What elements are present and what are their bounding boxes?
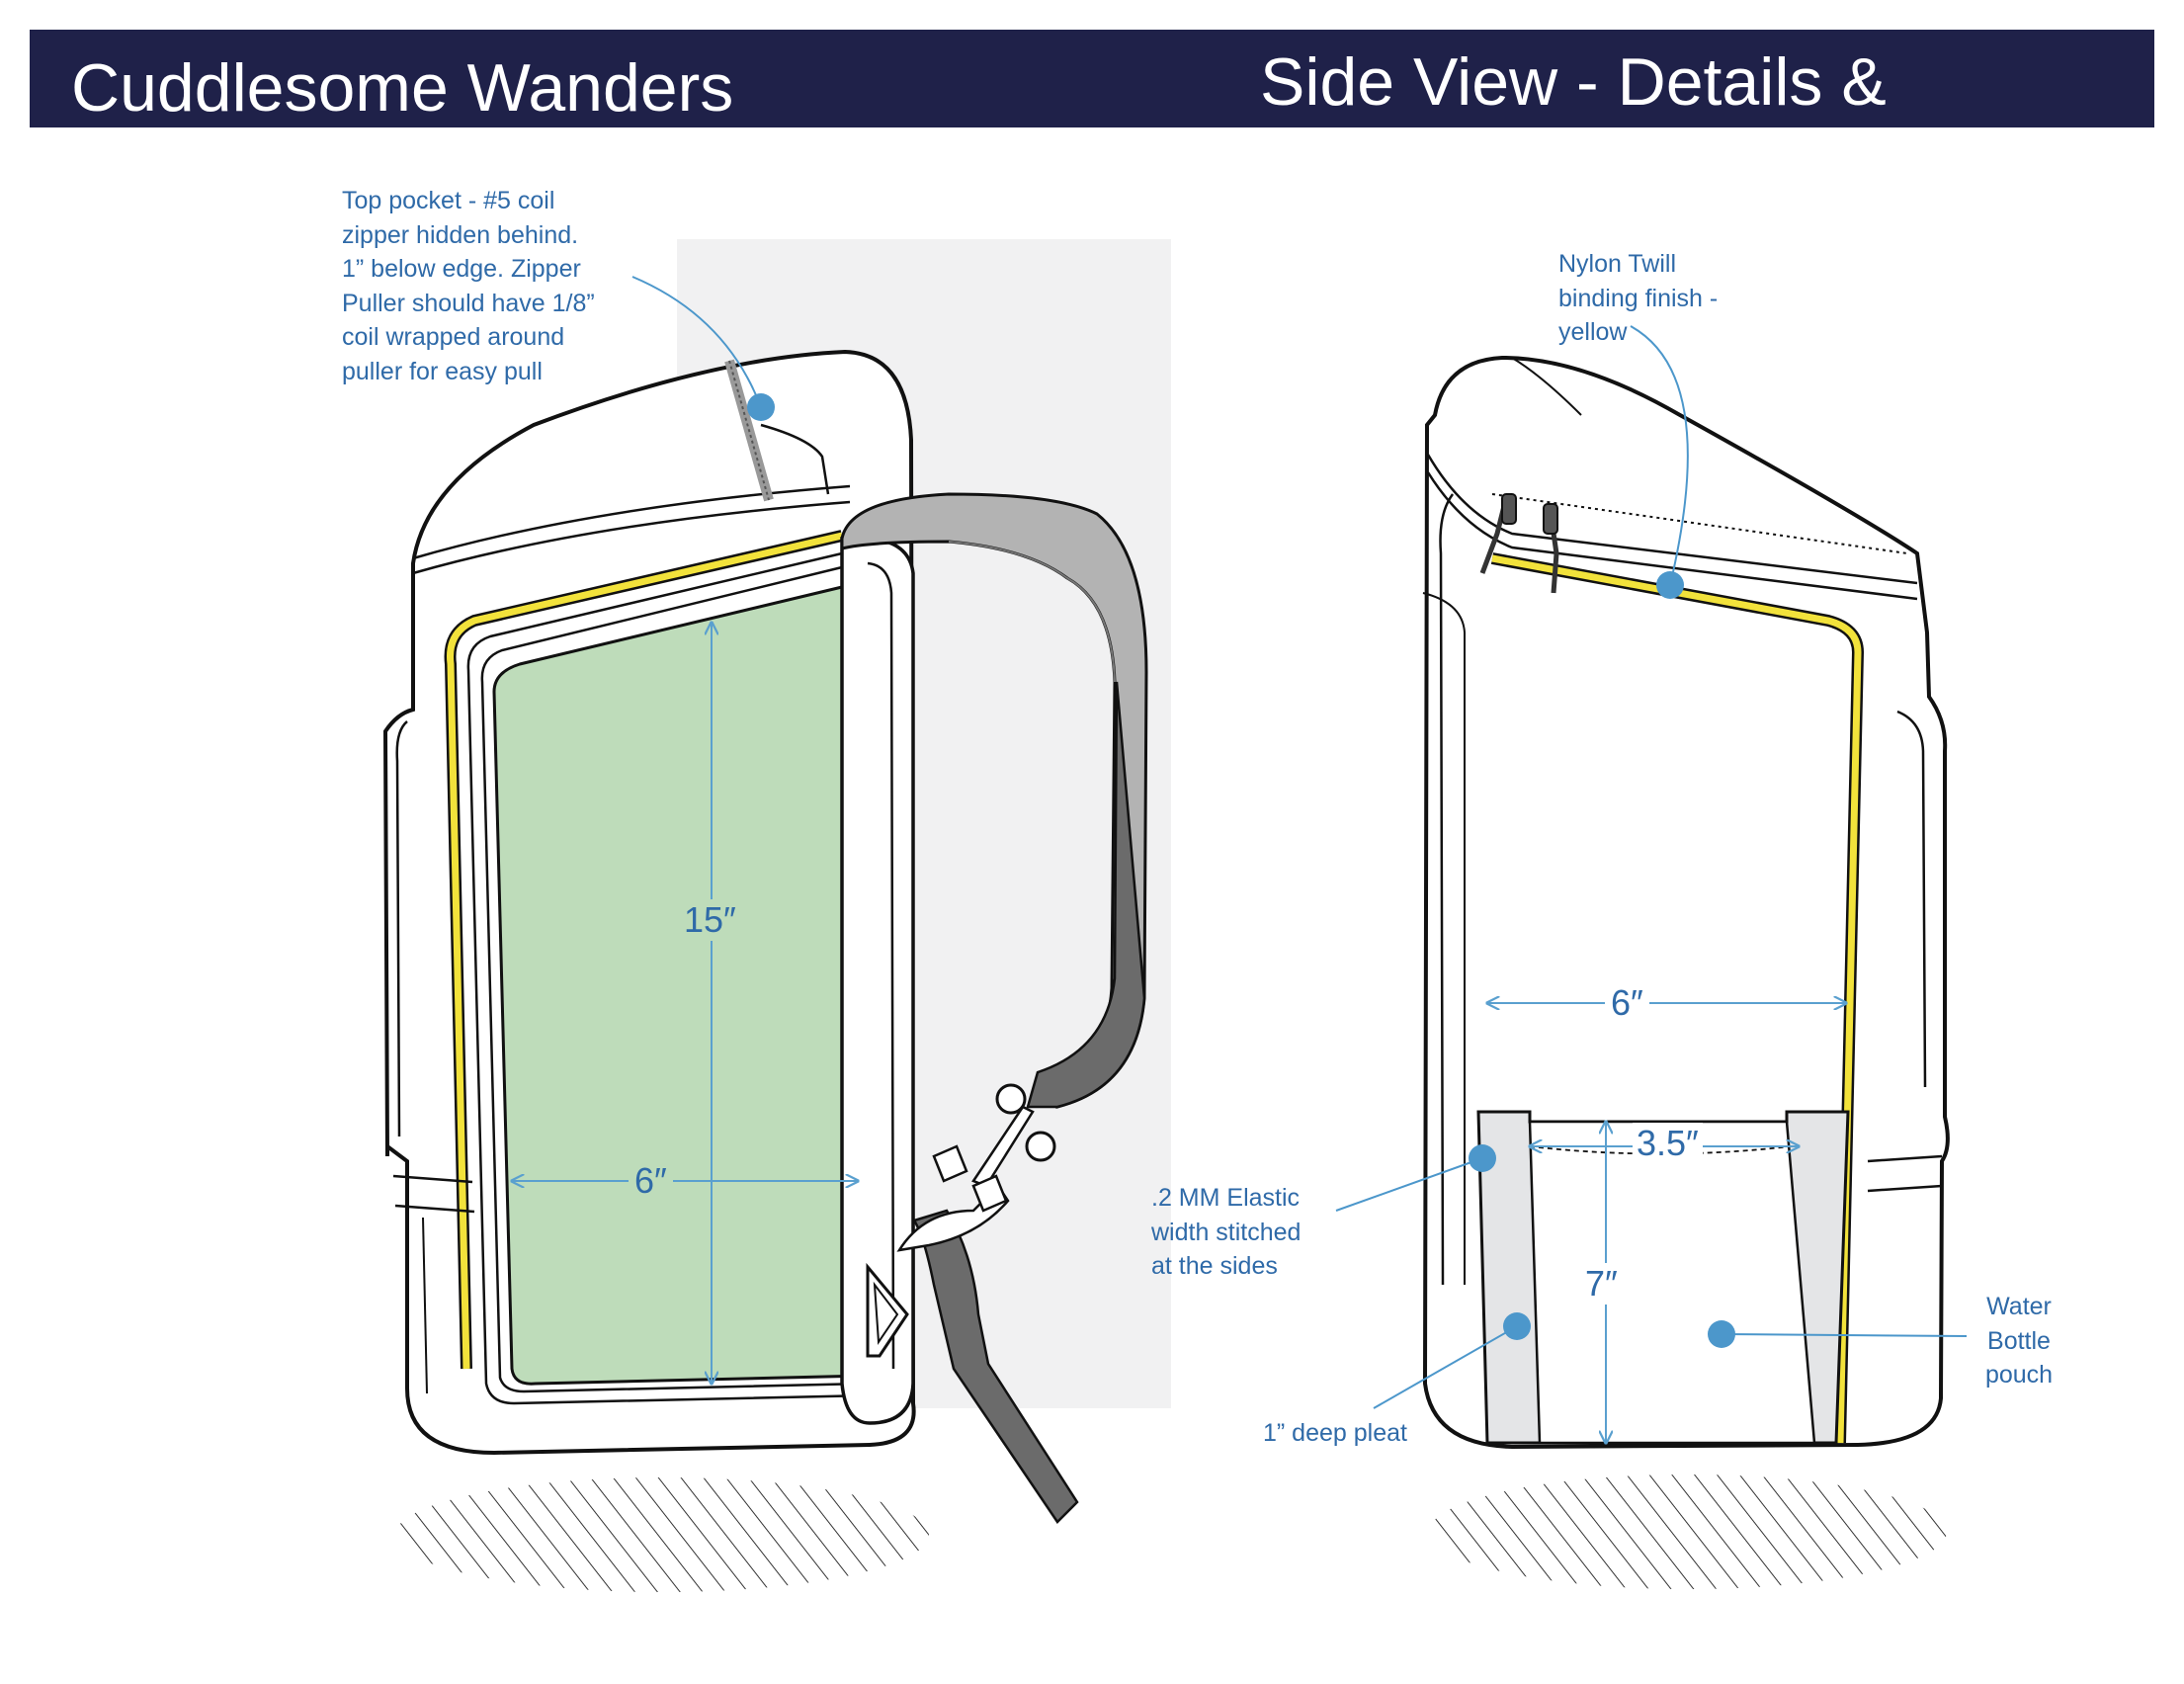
binding-note: Nylon Twill binding finish - yellow — [1558, 250, 1719, 346]
pouch-leader — [1721, 1333, 1968, 1337]
pouch-dot — [1708, 1320, 1735, 1348]
pleat-leader — [1373, 1325, 1518, 1409]
top-pocket-dot — [747, 393, 775, 421]
pleat-dot — [1503, 1312, 1531, 1340]
left-width-label: 6″ — [629, 1160, 673, 1202]
callout-dots — [747, 393, 1735, 1348]
ground-shadow-right — [1429, 1474, 1947, 1589]
shoulder-strap — [840, 492, 1148, 1524]
elastic-leader — [1335, 1157, 1483, 1212]
callout-leaders — [631, 276, 1968, 1409]
binding-dot — [1656, 571, 1684, 599]
backpack-side-view-left — [382, 349, 916, 1456]
left-front-panel — [492, 585, 868, 1386]
left-height-label: 15″ — [680, 899, 740, 941]
elastic-dot — [1469, 1144, 1496, 1172]
ground-shadow-left — [395, 1477, 929, 1592]
elastic-note: .2 MM Elastic width stitched at the side… — [1151, 1184, 1302, 1280]
pouch-width-label: 3.5″ — [1633, 1123, 1703, 1164]
top-pocket-note: Top pocket - #5 coil zipper hidden behin… — [342, 187, 595, 385]
right-width-label: 6″ — [1605, 982, 1649, 1024]
binding-leader — [1630, 325, 1689, 586]
top-pocket-leader — [631, 276, 762, 408]
brand-name: Cuddlesome Wanders — [71, 50, 734, 126]
pouch-height-label: 7″ — [1581, 1263, 1622, 1305]
backpack-side-view-right — [1422, 355, 1950, 1450]
view-title: Side View - Details & — [1260, 44, 1887, 120]
title-bar — [30, 30, 2154, 127]
pleat-note: 1” deep pleat — [1263, 1419, 1407, 1447]
pouch-note: Water Bottle pouch — [1984, 1293, 2054, 1389]
